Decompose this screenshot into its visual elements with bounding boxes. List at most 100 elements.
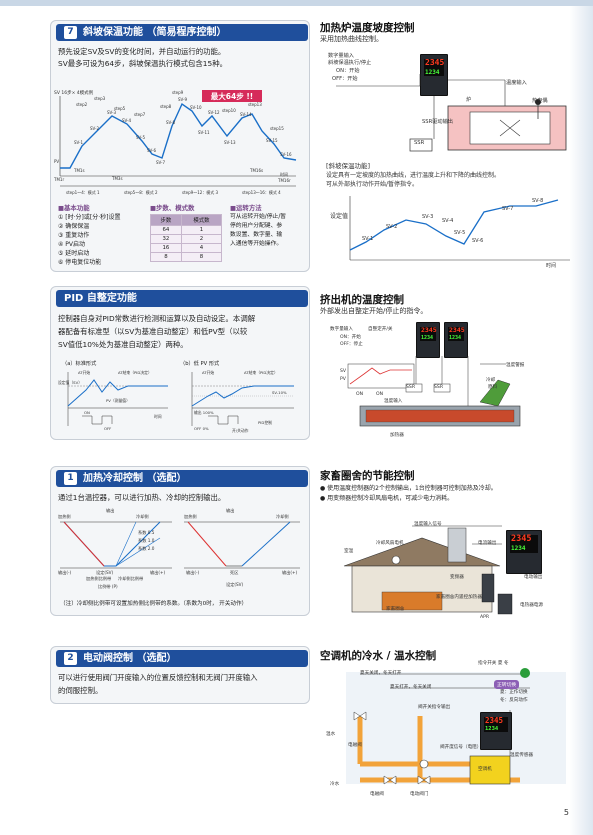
ssr-output-label: SSR驱动输出 xyxy=(422,119,453,125)
heater-label: 家畜圈舍内遥控加热器 xyxy=(436,595,482,600)
pv-display: 2345 xyxy=(449,326,465,334)
sv-13: SV-13 xyxy=(224,140,236,145)
ac-diagram xyxy=(346,672,566,785)
pv-display: 2345 xyxy=(421,326,437,334)
tm-label: TM1s xyxy=(73,168,85,173)
mode-range: step5～8：模式 2 xyxy=(124,189,158,195)
sv-9: SV-9 xyxy=(178,97,187,102)
mode-range: step1～4：模式 1 xyxy=(66,189,100,195)
out-plus: 输出(+) xyxy=(150,569,166,576)
extruder-subtitle: 外部发出自整定开始/停止的指令。 xyxy=(320,307,428,315)
tm-label: TM3s xyxy=(111,176,123,181)
section-title: 斜坡保温功能 （简易程序控制） xyxy=(83,27,227,38)
section-title: PID 自整定功能 xyxy=(64,293,137,304)
sv10-label: SV-10% xyxy=(272,390,287,395)
switch-label: 指令开关 夏 冬 xyxy=(478,661,509,666)
pid-header: PID 自整定功能 xyxy=(56,290,308,307)
max-steps-badge xyxy=(202,90,262,102)
extruder-controller-2: 2345 1234 xyxy=(444,322,468,358)
ssr-label: SSR xyxy=(414,140,425,146)
coef-05: 系数 0.5 xyxy=(138,529,155,536)
sv-display: 1234 xyxy=(421,335,434,341)
tm-label: TM1r xyxy=(53,177,64,182)
pid-diagrams: AT开始 AT结束（PID决定） 设定值（SV） PV（测量值） ON OFF … xyxy=(58,370,294,433)
pv-display: 2345 xyxy=(425,58,445,67)
table-cell: 8 xyxy=(180,252,223,262)
livestock-bullet-2: ● 用变频器控制冷却风扇电机，可减少电力消耗。 xyxy=(320,495,454,502)
chart-xlabel: 时间 xyxy=(546,262,556,268)
ac-unit xyxy=(469,755,511,785)
run-line: 停的用户分配键、参 xyxy=(230,223,283,229)
step-label: step9 xyxy=(172,90,184,95)
winter-label: 冬：反向动作 xyxy=(500,698,528,703)
ssr-label: SSR xyxy=(434,385,444,390)
onoff-label: 开/关动作 xyxy=(232,428,249,433)
mode-range: step9～12：模式 3 xyxy=(182,189,219,195)
heatcool-diagram: 加热侧 输出 冷却侧 系数 0.5 系数 1.0 系数 2.0 输出(-) 输出… xyxy=(58,508,300,590)
room-temp-label: 室温 xyxy=(344,549,354,554)
out0-label: OFF 0% xyxy=(194,426,209,431)
fan-motor-label: 冷却风扇电机 xyxy=(376,541,404,546)
output-label: 输出 xyxy=(106,508,114,514)
pid-text-2: 器配备有标准型（以SV为基准自动整定）和低PV型（以较 xyxy=(58,327,248,336)
sv-7: SV-7 xyxy=(156,160,165,165)
table-header: 步数 xyxy=(150,214,182,226)
ramp-note-title: [斜坡保温功能] xyxy=(326,162,371,170)
table-cell: 32 xyxy=(150,234,182,244)
off-label: OFF：停止 xyxy=(340,342,363,347)
section-number: 2 xyxy=(64,652,77,665)
furnace-ramp-chart: 设定值 SV-1 SV-2 SV-3 SV-4 SV-5 SV-6 SV-7 S… xyxy=(330,196,570,268)
hot-water-label: 温水 xyxy=(326,732,336,737)
switch-icon xyxy=(520,668,530,678)
run-line: 可从运转开始/停止/暂 xyxy=(230,214,287,220)
table-cell: 8 xyxy=(150,252,182,262)
sv-label: SV-7 xyxy=(502,206,513,212)
at-label: AT开始 xyxy=(202,370,214,375)
section-title: 加热冷却控制 （选配） xyxy=(83,473,187,484)
heat-side: 加热侧 xyxy=(58,513,71,520)
step-label: step13 xyxy=(248,102,262,107)
heatcool-panel xyxy=(50,466,310,616)
time-label: 时间 xyxy=(154,414,162,419)
sv-8: SV-8 xyxy=(166,120,175,125)
motorvalve-text-2: 的伺服控制。 xyxy=(58,686,103,695)
sv-3: SV-3 xyxy=(107,110,116,115)
temp-alarm-label: 温度警报 xyxy=(506,363,525,368)
basic-item: ③ 重复动作 xyxy=(58,232,90,239)
ssr-box xyxy=(409,138,433,152)
digital-input-label: 数字量输入 xyxy=(328,53,354,59)
hopper-label: 原料 xyxy=(488,385,498,390)
coef-10: 系数 1.0 xyxy=(138,537,155,544)
off-label: OFF xyxy=(104,426,111,431)
sv-12: SV-12 xyxy=(208,110,220,115)
sv-6: SV-6 xyxy=(147,148,156,153)
tm-label: TM16r xyxy=(277,178,291,183)
cold-water-label: 冷水 xyxy=(330,782,340,787)
on-label: ON xyxy=(84,410,90,415)
pv-label: PV（测量值） xyxy=(106,398,130,403)
sv-label: SV-2 xyxy=(386,224,397,230)
on-label: ON：开始 xyxy=(340,335,361,340)
on-label-3: ON xyxy=(376,392,384,397)
coef-20: 系数 2.0 xyxy=(138,545,155,552)
out-minus: 输出(-) xyxy=(58,569,72,576)
step-label: step15 xyxy=(270,126,284,131)
furnace-diagram xyxy=(336,74,567,152)
digital-input-label: 数字量输入 xyxy=(330,327,353,332)
livestock-controller: 2345 1234 xyxy=(506,530,542,574)
extruder-title: 挤出机的温度控制 xyxy=(320,294,404,306)
sv-label: SV-1 xyxy=(362,236,373,242)
sv-display: 1234 xyxy=(425,69,440,76)
barn-roof xyxy=(343,537,501,567)
ramp-soak-diagram: SV 16步× 4模式例 最大64步 !! PV TM1r SV-1 SV-2 … xyxy=(53,89,297,195)
cool-side: 冷却侧 xyxy=(276,513,289,520)
lowpv-form-title: （b）低 PV 形式 xyxy=(180,361,220,367)
ramp-soak-text-1: 预先设定SV及SV的变化时间，并自动运行的功能。 xyxy=(58,47,226,56)
extruder-diagram xyxy=(347,356,521,427)
out-plus: 输出(+) xyxy=(282,569,298,576)
livestock-diagram xyxy=(343,525,513,615)
